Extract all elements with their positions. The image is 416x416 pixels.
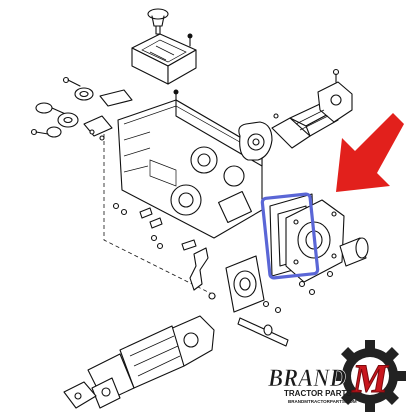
lower-left-shaft-housing	[63, 315, 215, 409]
cover-plate-assembly	[260, 192, 369, 296]
upper-right-shaft	[238, 68, 353, 161]
brand-url: BRANDMTRACTORPARTS.COM	[288, 399, 357, 404]
brand-subtitle: TRACTOR PARTS	[284, 389, 352, 398]
red-pointer-arrow	[336, 113, 404, 192]
highlighted-part-frame	[260, 192, 320, 280]
middle-lower-parts	[189, 247, 289, 347]
brand-logo: BRAND M TRACTOR PARTS BRANDMTRACTORPARTS…	[267, 340, 406, 412]
top-cover-assembly	[131, 8, 197, 103]
brand-word: BRAND	[267, 365, 346, 392]
brand-letter: M	[351, 356, 389, 401]
left-small-parts	[30, 76, 197, 251]
gear-icon	[334, 340, 406, 412]
main-housing	[103, 99, 263, 297]
